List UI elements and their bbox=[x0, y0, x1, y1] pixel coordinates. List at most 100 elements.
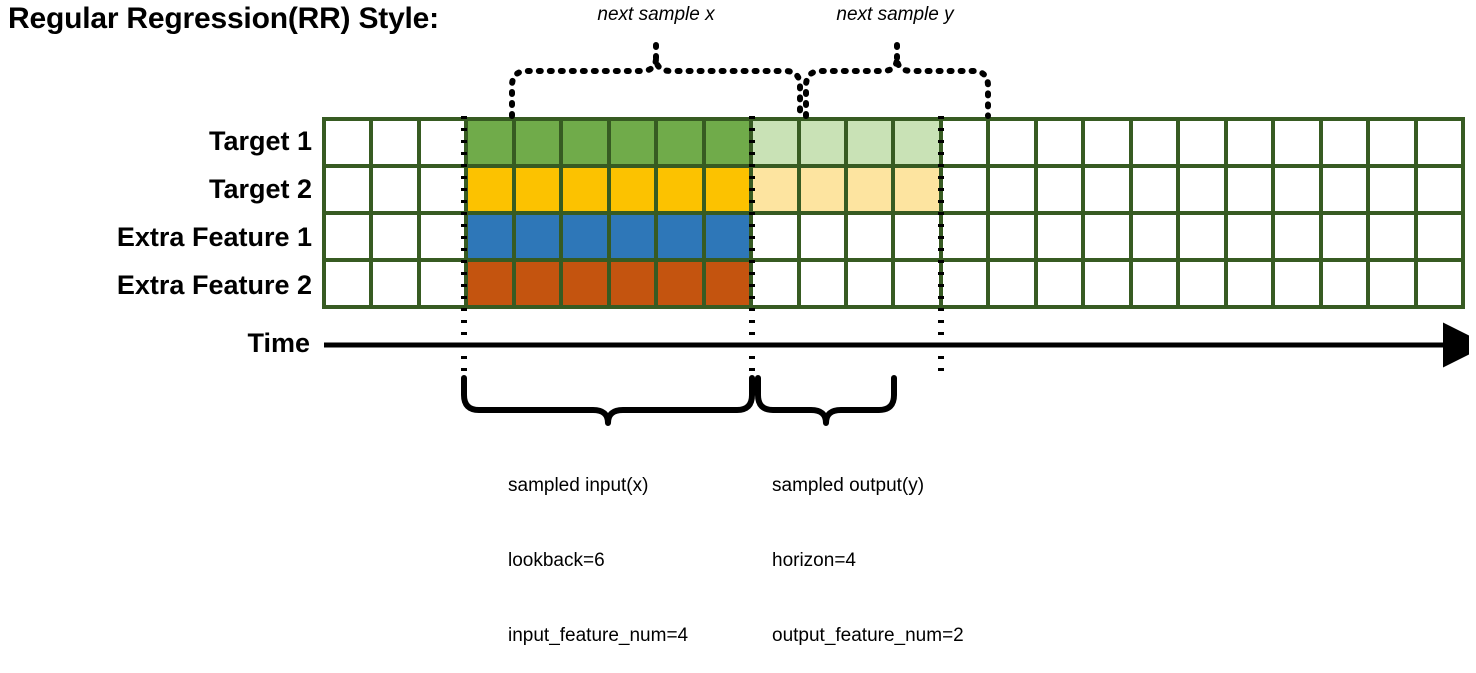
grid-cell bbox=[610, 215, 655, 258]
grid-cell bbox=[942, 215, 987, 258]
grid-cell bbox=[563, 215, 607, 258]
grid-cell bbox=[1275, 168, 1319, 211]
grid-cell bbox=[326, 215, 370, 258]
grid-cell bbox=[800, 168, 845, 211]
grid-cell bbox=[1085, 262, 1129, 305]
grid-cell bbox=[848, 168, 892, 211]
grid-cell bbox=[468, 168, 512, 211]
grid-cell bbox=[1037, 168, 1082, 211]
grid-cell bbox=[848, 215, 892, 258]
grid-cell bbox=[1322, 215, 1367, 258]
grid-cell bbox=[1417, 262, 1461, 305]
grid-cell bbox=[1322, 262, 1367, 305]
grid-cell bbox=[326, 168, 370, 211]
grid-cell bbox=[420, 215, 465, 258]
grid-cell bbox=[468, 121, 512, 164]
grid-cell bbox=[753, 262, 797, 305]
grid-cell bbox=[658, 262, 702, 305]
grid-cell bbox=[1132, 168, 1177, 211]
grid-cell bbox=[515, 121, 560, 164]
grid-cell bbox=[1417, 121, 1461, 164]
page-title: Regular Regression(RR) Style: bbox=[8, 2, 439, 35]
grid-cell bbox=[515, 215, 560, 258]
brace-sampled-input bbox=[461, 375, 755, 426]
grid-cell bbox=[848, 121, 892, 164]
grid-cell bbox=[1322, 168, 1367, 211]
grid-cell bbox=[468, 215, 512, 258]
grid-cell bbox=[1180, 262, 1224, 305]
grid-cell bbox=[420, 168, 465, 211]
grid-cell bbox=[1037, 215, 1082, 258]
grid-cell bbox=[895, 215, 939, 258]
grid-cell bbox=[753, 168, 797, 211]
grid-cell bbox=[705, 262, 750, 305]
brace-sampled-output bbox=[755, 375, 897, 426]
row-label-target-1: Target 1 bbox=[208, 126, 312, 156]
grid-cell bbox=[373, 215, 417, 258]
grid-cell bbox=[1037, 121, 1082, 164]
grid-cell bbox=[1275, 262, 1319, 305]
dotted-brace-next-sample-y bbox=[803, 37, 991, 119]
grid-cell bbox=[1322, 121, 1367, 164]
grid-cell bbox=[1132, 121, 1177, 164]
dotted-brace-next-sample-x bbox=[509, 37, 803, 119]
grid-cell bbox=[420, 121, 465, 164]
grid-cell bbox=[848, 262, 892, 305]
caption-output-line-2: horizon=4 bbox=[772, 550, 856, 571]
grid-cell bbox=[563, 168, 607, 211]
grid-cell bbox=[1275, 121, 1319, 164]
grid-cell bbox=[610, 121, 655, 164]
grid-cell bbox=[515, 262, 560, 305]
annotation-next-sample-y: next sample y bbox=[836, 4, 954, 25]
timeline-grid bbox=[322, 117, 1465, 309]
grid-cell bbox=[895, 168, 939, 211]
grid-cell bbox=[1227, 262, 1272, 305]
grid-cell bbox=[1085, 168, 1129, 211]
grid-cell bbox=[1037, 262, 1082, 305]
grid-cell bbox=[326, 121, 370, 164]
grid-cell bbox=[1132, 262, 1177, 305]
grid-cell bbox=[1085, 215, 1129, 258]
grid-cell bbox=[1180, 215, 1224, 258]
grid-cell bbox=[1180, 121, 1224, 164]
grid-cell bbox=[373, 121, 417, 164]
grid-cell bbox=[658, 121, 702, 164]
grid-cell bbox=[563, 262, 607, 305]
row-label-extra-feature-1: Extra Feature 1 bbox=[116, 222, 312, 252]
grid-cell bbox=[326, 262, 370, 305]
grid-cell bbox=[420, 262, 465, 305]
caption-sampled-input: sampled input(x) lookback=6 input_featur… bbox=[508, 423, 688, 673]
grid-cell bbox=[753, 121, 797, 164]
grid-cell bbox=[610, 168, 655, 211]
caption-output-line-1: sampled output(y) bbox=[772, 475, 925, 496]
grid-cell bbox=[1227, 168, 1272, 211]
caption-output-line-3: output_feature_num=2 bbox=[772, 625, 964, 646]
grid-cell bbox=[1227, 121, 1272, 164]
grid-cell bbox=[1370, 168, 1414, 211]
row-label-column: Target 1 Target 2 Extra Feature 1 Extra … bbox=[0, 117, 312, 309]
grid-cell bbox=[373, 262, 417, 305]
grid-cell bbox=[468, 262, 512, 305]
grid-cell bbox=[1085, 121, 1129, 164]
grid-cell bbox=[800, 262, 845, 305]
time-axis-label: Time bbox=[247, 328, 310, 358]
grid-cell bbox=[1417, 168, 1461, 211]
grid-cell bbox=[1180, 168, 1224, 211]
row-label-target-2: Target 2 bbox=[208, 174, 312, 204]
grid-cell bbox=[563, 121, 607, 164]
caption-input-line-1: sampled input(x) bbox=[508, 475, 649, 496]
grid-cell bbox=[1370, 215, 1414, 258]
grid-cell bbox=[705, 121, 750, 164]
grid-cell bbox=[895, 262, 939, 305]
grid-cell bbox=[1370, 121, 1414, 164]
grid-cell bbox=[1417, 215, 1461, 258]
grid-cell bbox=[800, 215, 845, 258]
grid-cell bbox=[942, 121, 987, 164]
row-label-extra-feature-2: Extra Feature 2 bbox=[116, 270, 312, 300]
grid-cell bbox=[1370, 262, 1414, 305]
grid-cell bbox=[990, 215, 1034, 258]
grid-cell bbox=[990, 168, 1034, 211]
caption-input-line-3: input_feature_num=4 bbox=[508, 625, 689, 646]
grid-cell bbox=[990, 262, 1034, 305]
grid-cell bbox=[800, 121, 845, 164]
